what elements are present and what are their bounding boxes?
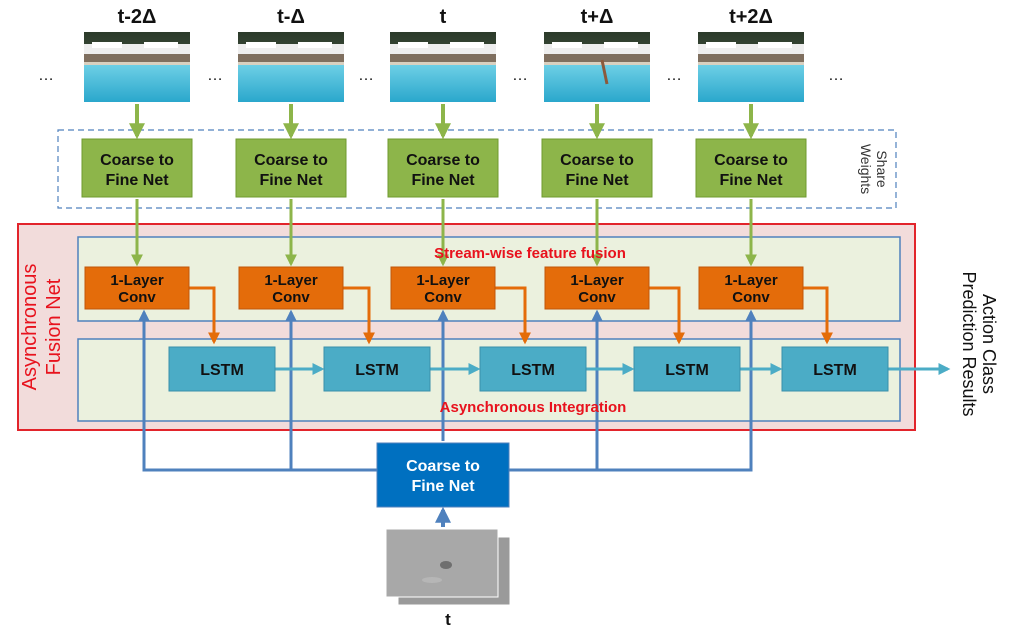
coarse-net-line1: Coarse to (560, 152, 634, 169)
ellipsis-5: … (666, 67, 682, 84)
conv-line1: 1-Layer (570, 272, 624, 289)
frame-ellipses: … … … … … … (38, 67, 844, 84)
frame-label-4: t+Δ (581, 6, 614, 28)
blue-arrows (138, 309, 757, 527)
bottom-net-line1: Coarse to (406, 458, 480, 475)
conv-line1: 1-Layer (264, 272, 318, 289)
share-weights-box (57, 129, 897, 209)
fusion-net-label-line2: Fusion Net (43, 278, 65, 375)
lstm-5: LSTM (781, 346, 889, 392)
frame-5: t+2Δ (698, 6, 804, 102)
coarse-net-line2: Fine Net (105, 172, 169, 189)
lstm-boxes: LSTM LSTM LSTM LSTM LSTM (168, 346, 889, 392)
coarse-net-1: Coarse to Fine Net (81, 138, 193, 198)
lstm-2: LSTM (323, 346, 431, 392)
share-weights-label: Share Weights (858, 144, 890, 194)
coarse-net-line1: Coarse to (714, 152, 788, 169)
frame-label-3: t (440, 6, 447, 28)
conv-line1: 1-Layer (416, 272, 470, 289)
coarse-net-4: Coarse to Fine Net (541, 138, 653, 198)
conv-line2: Conv (578, 289, 616, 306)
frame-3: t (390, 6, 496, 102)
ellipsis-6: … (828, 67, 844, 84)
green-arrows (129, 104, 759, 267)
conv-line2: Conv (272, 289, 310, 306)
coarse-net-5: Coarse to Fine Net (695, 138, 807, 198)
conv-line2: Conv (424, 289, 462, 306)
coarse-net-line1: Coarse to (406, 152, 480, 169)
optical-flow-image (385, 528, 511, 606)
frame-label-1: t-2Δ (118, 6, 157, 28)
bottom-coarse-net-box (376, 442, 510, 508)
lstm-4: LSTM (633, 346, 741, 392)
coarse-net-line2: Fine Net (259, 172, 323, 189)
coarse-net-3: Coarse to Fine Net (387, 138, 499, 198)
output-label-line1: Action Class (979, 294, 999, 394)
lstm-label: LSTM (813, 362, 857, 379)
conv-line2: Conv (118, 289, 156, 306)
output-label-line2: Prediction Results (959, 271, 979, 416)
stream-fusion-label: Stream-wise feature fusion (434, 245, 626, 262)
flow-label: t (445, 610, 451, 629)
lstm-3: LSTM (479, 346, 587, 392)
share-weights-line1: Share (874, 150, 890, 188)
conv-boxes: 1-LayerConv1-LayerConv1-LayerConv1-Layer… (84, 266, 804, 310)
ellipsis-4: … (512, 67, 528, 84)
ellipsis-1: … (38, 67, 54, 84)
coarse-net-line2: Fine Net (719, 172, 783, 189)
frame-label-5: t+2Δ (729, 6, 773, 28)
bottom-net-line2: Fine Net (411, 478, 475, 495)
lstm-label: LSTM (355, 362, 399, 379)
coarse-net-line2: Fine Net (565, 172, 629, 189)
output-label: Action Class Prediction Results (959, 271, 999, 416)
coarse-net-2: Coarse to Fine Net (235, 138, 347, 198)
conv-line2: Conv (732, 289, 770, 306)
share-weights-line2: Weights (858, 144, 874, 194)
lstm-1: LSTM (168, 346, 276, 392)
frame-2: t-Δ (238, 6, 344, 102)
fusion-net-label-line1: Asynchronous (19, 264, 41, 391)
orange-arrows (189, 286, 833, 345)
coarse-net-line1: Coarse to (254, 152, 328, 169)
video-frames: t-2Δ t-Δ t t+Δ t+2Δ (84, 6, 804, 102)
conv-line1: 1-Layer (724, 272, 778, 289)
lstm-label: LSTM (665, 362, 709, 379)
frame-label-2: t-Δ (277, 6, 305, 28)
ellipsis-2: … (207, 67, 223, 84)
coarse-net-line1: Coarse to (100, 152, 174, 169)
coarse-net-line2: Fine Net (411, 172, 475, 189)
frame-4: t+Δ (544, 6, 650, 102)
async-integration-label: Asynchronous Integration (440, 399, 627, 416)
conv-line1: 1-Layer (110, 272, 164, 289)
frame-1: t-2Δ (84, 6, 190, 102)
fusion-net-label: Asynchronous Fusion Net (19, 264, 65, 391)
ellipsis-3: … (358, 67, 374, 84)
lstm-label: LSTM (511, 362, 555, 379)
lstm-label: LSTM (200, 362, 244, 379)
